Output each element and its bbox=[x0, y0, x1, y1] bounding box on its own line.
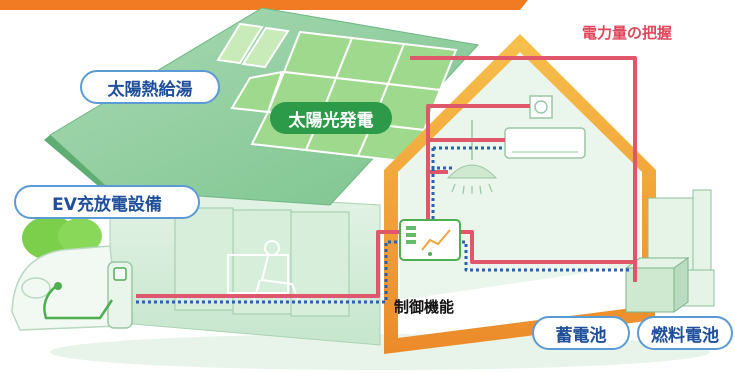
ev-charger-post bbox=[43, 261, 133, 329]
label-power-monitoring: 電力量の把握 bbox=[582, 24, 673, 42]
glass-panels bbox=[174, 207, 350, 317]
hems-monitor bbox=[399, 219, 461, 261]
ev-car bbox=[11, 216, 119, 331]
label-control-function: 制御機能 bbox=[394, 298, 455, 316]
header-bar bbox=[0, 0, 512, 10]
label-fuel-cell: 燃料電池 bbox=[637, 316, 733, 350]
chair bbox=[227, 254, 289, 294]
house-frame bbox=[384, 34, 656, 354]
solar-thermal-panels bbox=[216, 22, 290, 69]
label-storage-battery: 蓄電池 bbox=[532, 316, 630, 350]
roof-eave bbox=[44, 135, 110, 196]
ventilation-fan bbox=[529, 95, 553, 119]
label-ev-charging: EV充放電設備 bbox=[14, 185, 200, 219]
label-solar-pv: 太陽光発電 bbox=[270, 102, 392, 134]
air-conditioner bbox=[504, 127, 586, 159]
label-solar-thermal: 太陽熱給湯 bbox=[80, 70, 220, 104]
header-bar-tail bbox=[512, 0, 528, 10]
